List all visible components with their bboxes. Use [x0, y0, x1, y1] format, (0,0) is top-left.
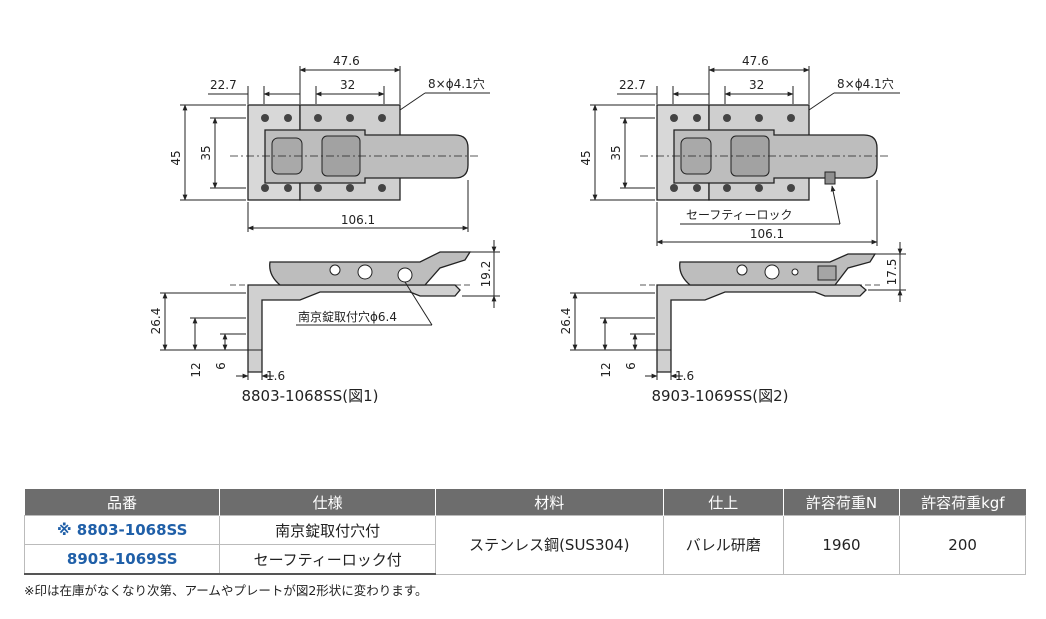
header-finish: 仕上 — [662, 489, 784, 516]
header-spec: 仕様 — [219, 489, 436, 516]
dim-holes: 8×ϕ4.1穴 — [428, 76, 485, 91]
footnote: ※印は在庫がなくなり次第、アームやプレートが図2形状に変わります。 — [24, 583, 428, 598]
dim-47-6: 47.6 — [333, 54, 360, 68]
spec-cell: セーフティーロック付 — [219, 544, 436, 575]
finish-cell: バレル研磨 — [662, 515, 784, 575]
callout-padlock-hole: 南京錠取付穴ϕ6.4 — [298, 309, 397, 324]
header-part-number: 品番 — [24, 489, 220, 516]
part-number[interactable]: ※ 8803-1068SS — [23, 515, 221, 545]
dim-12: 12 — [599, 362, 613, 377]
dim-22-7: 22.7 — [210, 78, 237, 92]
dim-26-4: 26.4 — [149, 308, 163, 335]
caption-figure-2: 8903-1069SS(図2) — [651, 387, 788, 405]
dim-19-2: 19.2 — [479, 261, 493, 288]
figure-2-labels: 22.7 47.6 32 8×ϕ4.1穴 45 35 106.1 17.5 26… — [559, 54, 899, 405]
dim-45: 45 — [169, 150, 183, 165]
dim-106-1: 106.1 — [341, 213, 375, 227]
dim-1-6: 1.6 — [675, 369, 694, 383]
load-n-cell: 1960 — [782, 515, 901, 575]
header-material: 材料 — [434, 489, 664, 516]
dim-1-6: 1.6 — [266, 369, 285, 383]
spec-table: 品番 仕様 材料 仕上 許容荷重N 許容荷重kgf ※ 8803-1068SS … — [23, 489, 1026, 575]
figure-1-labels: 22.7 47.6 32 8×ϕ4.1穴 45 35 106.1 19.2 26… — [149, 54, 493, 405]
dim-17-5: 17.5 — [885, 259, 899, 286]
table-row: 8903-1069SS セーフティーロック付 — [23, 544, 1026, 575]
table-row: ※ 8803-1068SS 南京錠取付穴付 ステンレス鋼(SUS304) バレル… — [23, 515, 1026, 575]
header-load-kgf: 許容荷重kgf — [899, 489, 1026, 516]
caption-figure-1: 8803-1068SS(図1) — [241, 387, 378, 405]
dim-35: 35 — [199, 145, 213, 160]
dim-47-6: 47.6 — [742, 54, 769, 68]
part-number[interactable]: 8903-1069SS — [23, 544, 221, 575]
dim-22-7: 22.7 — [619, 78, 646, 92]
dim-106-1: 106.1 — [750, 227, 784, 241]
dim-6: 6 — [214, 362, 228, 370]
header-load-n: 許容荷重N — [782, 489, 900, 516]
technical-drawing: 22.7 47.6 32 8×ϕ4.1穴 45 35 106.1 19.2 26… — [149, 54, 906, 405]
dim-35: 35 — [609, 145, 623, 160]
dim-45: 45 — [579, 150, 593, 165]
dim-holes: 8×ϕ4.1穴 — [837, 76, 894, 91]
material-cell: ステンレス鋼(SUS304) — [434, 515, 664, 575]
figure-1 — [160, 66, 500, 380]
dim-12: 12 — [189, 362, 203, 377]
dim-32: 32 — [340, 78, 355, 92]
dim-26-4: 26.4 — [559, 308, 573, 335]
load-kgf-cell: 200 — [899, 515, 1026, 575]
callout-safety-lock: セーフティーロック — [686, 208, 793, 222]
spec-cell: 南京錠取付穴付 — [219, 515, 436, 545]
dim-32: 32 — [749, 78, 764, 92]
dim-6: 6 — [624, 362, 638, 370]
table-header-row: 品番 仕様 材料 仕上 許容荷重N 許容荷重kgf — [24, 489, 1026, 516]
figure-2 — [570, 66, 906, 380]
